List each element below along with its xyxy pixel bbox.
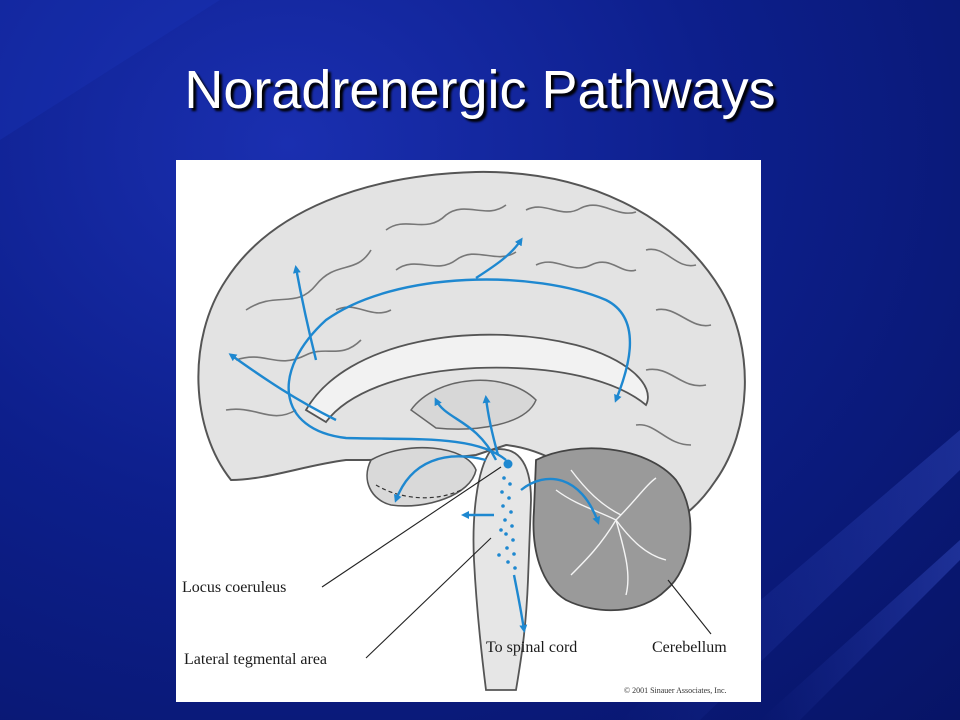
label-cerebellum: Cerebellum: [652, 639, 727, 656]
thalamus: [409, 379, 537, 430]
cerebellum-folia: [555, 469, 667, 596]
corpus-callosum: [304, 333, 649, 424]
noradrenergic-pathways: [228, 237, 632, 633]
brain-figure: Locus coeruleus Lateral tegmental area T…: [176, 160, 761, 702]
temporal-lobe: [366, 446, 477, 507]
copyright-notice: © 2001 Sinauer Associates, Inc.: [624, 686, 727, 695]
label-locus-coeruleus: Locus coeruleus: [182, 579, 286, 596]
gyri-folds: [225, 204, 712, 446]
cerebellum-shape: [532, 447, 692, 612]
dashed-outline: [375, 484, 462, 499]
label-lateral-tegmental-area: Lateral tegmental area: [184, 651, 327, 668]
label-to-spinal-cord: To spinal cord: [486, 639, 577, 656]
brain-diagram: Locus coeruleus Lateral tegmental area T…: [182, 170, 746, 695]
leader-lines: [321, 466, 712, 659]
brainstem: [472, 448, 532, 691]
slide-title: Noradrenergic Pathways: [184, 60, 776, 120]
noradrenergic-cell-dots: [497, 459, 517, 570]
